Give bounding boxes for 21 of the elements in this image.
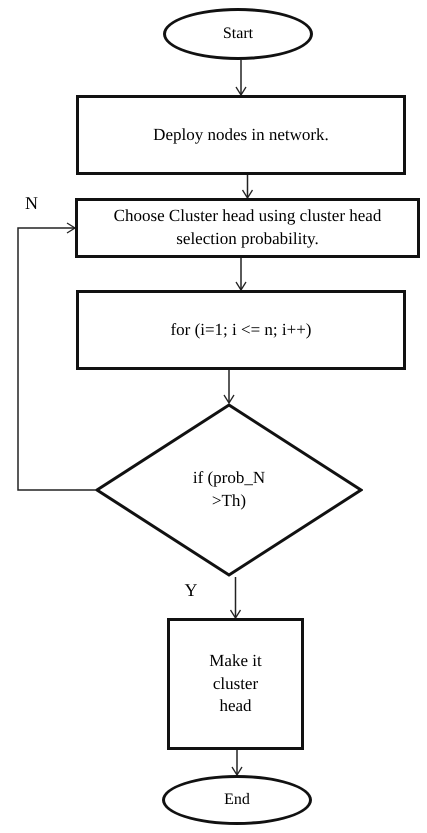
process-box [167,618,304,750]
arrow [231,750,243,776]
node-text: if (prob_N >Th) [192,467,266,512]
arrow [235,258,247,291]
edge-label: Y [184,581,198,599]
arrow [223,370,235,404]
process-box [76,95,406,175]
node-text: Choose Cluster head using cluster head selection probability. [112,205,382,250]
node-text: End [224,790,250,810]
arrow [242,175,254,199]
arrow [235,60,247,96]
edge-label: N [24,194,39,212]
node-text: Deploy nodes in network. [153,124,329,146]
process-box [75,198,420,258]
process-box [76,290,406,370]
arrow [230,577,242,619]
node-text: Start [222,24,254,44]
decision-diamond [95,403,363,577]
arrow [17,222,95,491]
node-text: Make it cluster head [208,650,263,718]
node-text: for (i=1; i <= n; i++) [170,318,312,341]
